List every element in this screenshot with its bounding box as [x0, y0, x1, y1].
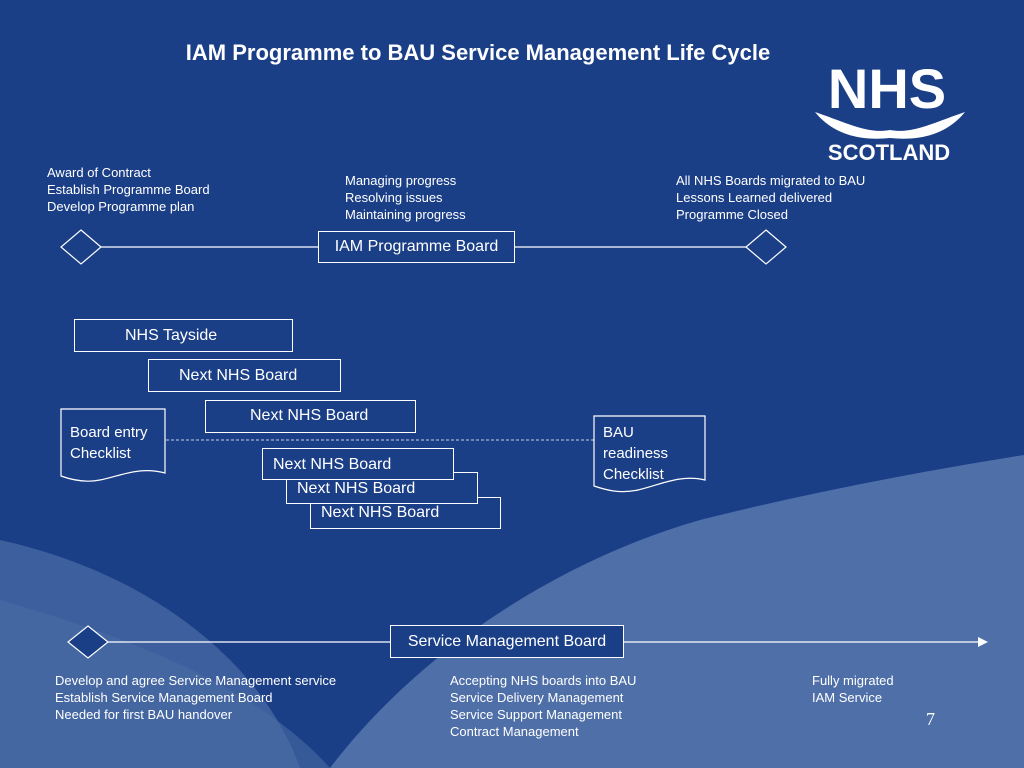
board-box-next-1: Next NHS Board [148, 359, 341, 392]
page-number: 7 [926, 709, 935, 729]
board-label: Next NHS Board [179, 367, 298, 384]
page-title: IAM Programme to BAU Service Management … [185, 40, 771, 65]
logo-scotland-text: SCOTLAND [828, 140, 950, 165]
board-label: Next NHS Board [297, 480, 416, 497]
programme-end-notes: All NHS Boards migrated to BAU Lessons L… [676, 173, 866, 222]
bau-readiness-checklist-label: BAU readiness Checklist [603, 424, 669, 483]
board-entry-checklist-label: Board entry Checklist [70, 424, 148, 462]
arrow-head-icon [978, 637, 988, 647]
programme-middle-notes: Managing progress Resolving issues Maint… [345, 173, 466, 222]
board-box-next-3: Next NHS Board [262, 448, 454, 480]
service-management-board-label: Service Management Board [407, 633, 607, 650]
board-label: Next NHS Board [250, 407, 369, 424]
service-end-notes: Fully migrated IAM Service [812, 673, 894, 705]
nhs-scotland-logo: NHS SCOTLAND [815, 57, 965, 165]
service-management-board-box: Service Management Board [390, 625, 624, 658]
iam-programme-board-box: IAM Programme Board [318, 231, 515, 263]
bau-readiness-checklist-shape [593, 415, 706, 493]
logo-nhs-text: NHS [828, 57, 946, 120]
board-label: NHS Tayside [125, 327, 218, 344]
service-start-diamond [67, 625, 109, 659]
board-entry-checklist-shape [60, 408, 166, 482]
logo-wave-icon [815, 112, 965, 139]
programme-end-diamond [745, 229, 787, 265]
board-box-next-2: Next NHS Board [205, 400, 416, 433]
board-box-nhs-tayside: NHS Tayside [74, 319, 293, 352]
programme-start-diamond [60, 229, 102, 265]
programme-start-notes: Award of Contract Establish Programme Bo… [47, 165, 210, 214]
board-label: Next NHS Board [321, 504, 440, 521]
board-label: Next NHS Board [273, 456, 392, 473]
iam-programme-board-label: IAM Programme Board [334, 238, 499, 255]
service-start-notes: Develop and agree Service Management ser… [55, 673, 337, 722]
wave-shape-main [330, 455, 1024, 768]
service-middle-notes: Accepting NHS boards into BAU Service De… [450, 673, 637, 739]
